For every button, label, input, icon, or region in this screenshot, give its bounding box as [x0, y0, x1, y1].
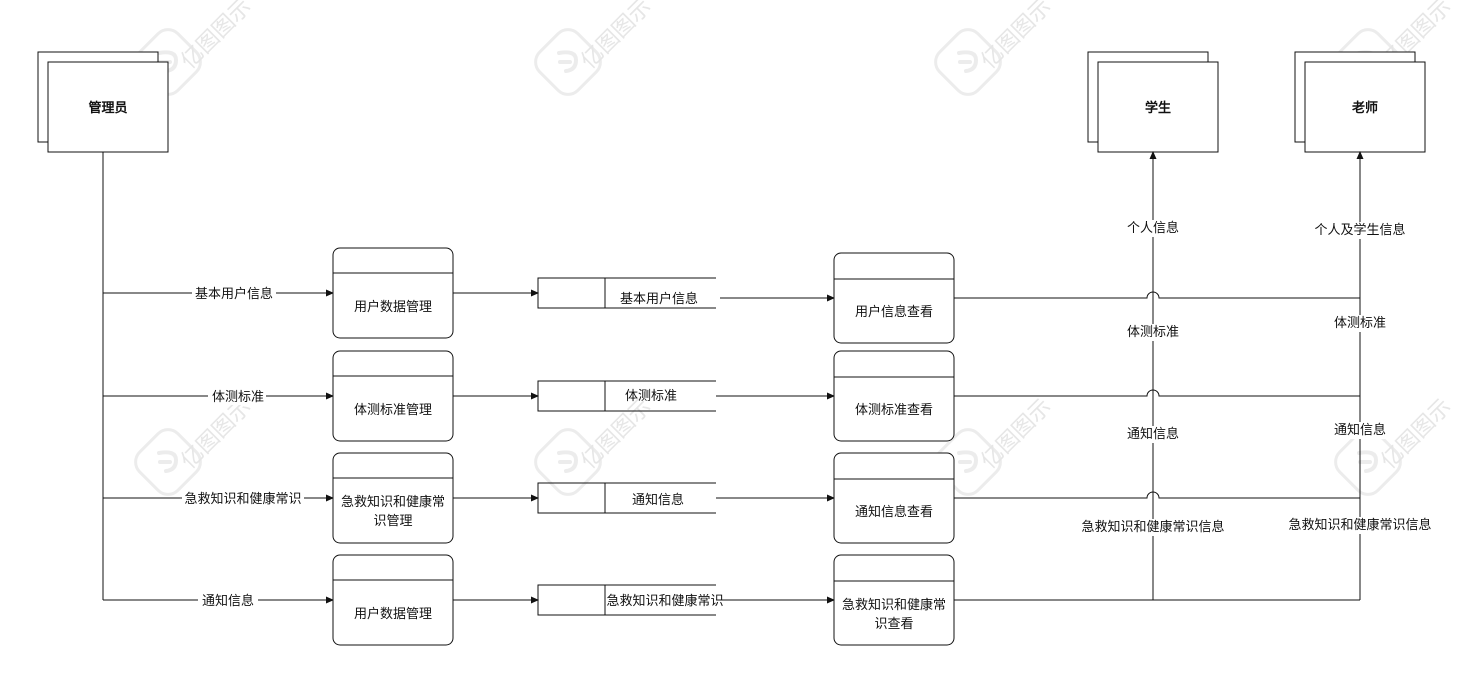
- flow-label-in2: 体测标准: [212, 390, 264, 405]
- flow-label-in3: 急救知识和健康常识: [184, 491, 301, 507]
- process-label: 通知信息查看: [855, 504, 933, 520]
- store-notification[interactable]: 通知信息: [537, 482, 716, 514]
- to-store-flows: [453, 289, 539, 604]
- flow-label-in1: 基本用户信息: [195, 286, 273, 302]
- watermark-text: 亿图图示: [177, 394, 257, 474]
- flow-label-student-2: 体测标准: [1127, 325, 1179, 340]
- watermark-text: 亿图图示: [977, 0, 1057, 74]
- process-label: 用户信息查看: [855, 304, 933, 320]
- watermark-text: 亿图图示: [977, 394, 1057, 474]
- flow-label-in4: 通知信息: [202, 593, 254, 609]
- flow-label-teacher-4: 急救知识和健康常识信息: [1288, 517, 1431, 533]
- entity-student-label: 学生: [1145, 100, 1171, 116]
- watermark-text: 亿图图示: [577, 394, 657, 474]
- process-user-info-view[interactable]: 用户信息查看: [833, 252, 955, 344]
- student-flow-labels: 个人信息 体测标准 通知信息 急救知识和健康常识信息: [1078, 220, 1228, 536]
- watermark-text: 亿图图示: [577, 0, 657, 74]
- watermark-text: 亿图图示: [177, 0, 257, 74]
- admin-flows: [102, 152, 334, 604]
- entity-teacher[interactable]: 老师: [1294, 51, 1426, 153]
- store-first-aid[interactable]: 急救知识和健康常识: [537, 584, 724, 616]
- process-fitness-standard-mgmt[interactable]: 体测标准管理: [332, 350, 454, 442]
- process-label: 用户数据管理: [354, 606, 432, 622]
- process-label-line1: 急救知识和健康常: [341, 494, 445, 510]
- store-label: 体测标准: [625, 389, 677, 404]
- process-label-line2: 识管理: [373, 514, 412, 529]
- teacher-flow-labels: 个人及学生信息 体测标准 通知信息 急救知识和健康常识信息: [1287, 222, 1433, 534]
- flow-label-student-4: 急救知识和健康常识信息: [1081, 519, 1224, 535]
- store-basic-user-info[interactable]: 基本用户信息: [537, 277, 716, 309]
- flow-label-student-3: 通知信息: [1127, 426, 1179, 442]
- process-user-data-mgmt[interactable]: 用户数据管理: [332, 247, 454, 339]
- flow-label-student-1: 个人信息: [1127, 220, 1179, 236]
- process-label-line1: 急救知识和健康常: [842, 597, 946, 613]
- flow-label-teacher-3: 通知信息: [1334, 422, 1386, 438]
- entity-student[interactable]: 学生: [1087, 51, 1219, 153]
- process-first-aid-view[interactable]: 急救知识和健康常 识查看: [833, 554, 955, 646]
- process-label-line2: 识查看: [874, 616, 913, 632]
- store-label: 通知信息: [632, 492, 684, 508]
- process-user-data-mgmt-2[interactable]: 用户数据管理: [332, 554, 454, 646]
- entity-teacher-label: 老师: [1351, 100, 1378, 116]
- to-view-flows: [716, 294, 835, 604]
- store-label: 基本用户信息: [620, 291, 698, 307]
- entity-admin-label: 管理员: [88, 100, 127, 116]
- store-label: 急救知识和健康常识: [606, 593, 723, 609]
- process-label: 体测标准查看: [855, 402, 933, 418]
- process-notification-view[interactable]: 通知信息查看: [833, 452, 955, 544]
- flow-label-teacher-2: 体测标准: [1334, 316, 1386, 331]
- process-label: 用户数据管理: [354, 299, 432, 315]
- entity-admin[interactable]: 管理员: [37, 51, 169, 153]
- store-fitness-standard[interactable]: 体测标准: [537, 380, 716, 412]
- watermarks: 亿图图示 亿图图示 亿图图示 亿图图示 亿图图示 亿图图示 亿图图示 亿图图示: [127, 0, 1456, 503]
- admin-flow-labels: 基本用户信息 体测标准 急救知识和健康常识 通知信息: [182, 285, 304, 609]
- flow-label-teacher-1: 个人及学生信息: [1314, 222, 1405, 238]
- process-label: 体测标准管理: [354, 403, 432, 418]
- process-first-aid-mgmt[interactable]: 急救知识和健康常 识管理: [332, 452, 454, 544]
- process-fitness-standard-view[interactable]: 体测标准查看: [833, 350, 955, 442]
